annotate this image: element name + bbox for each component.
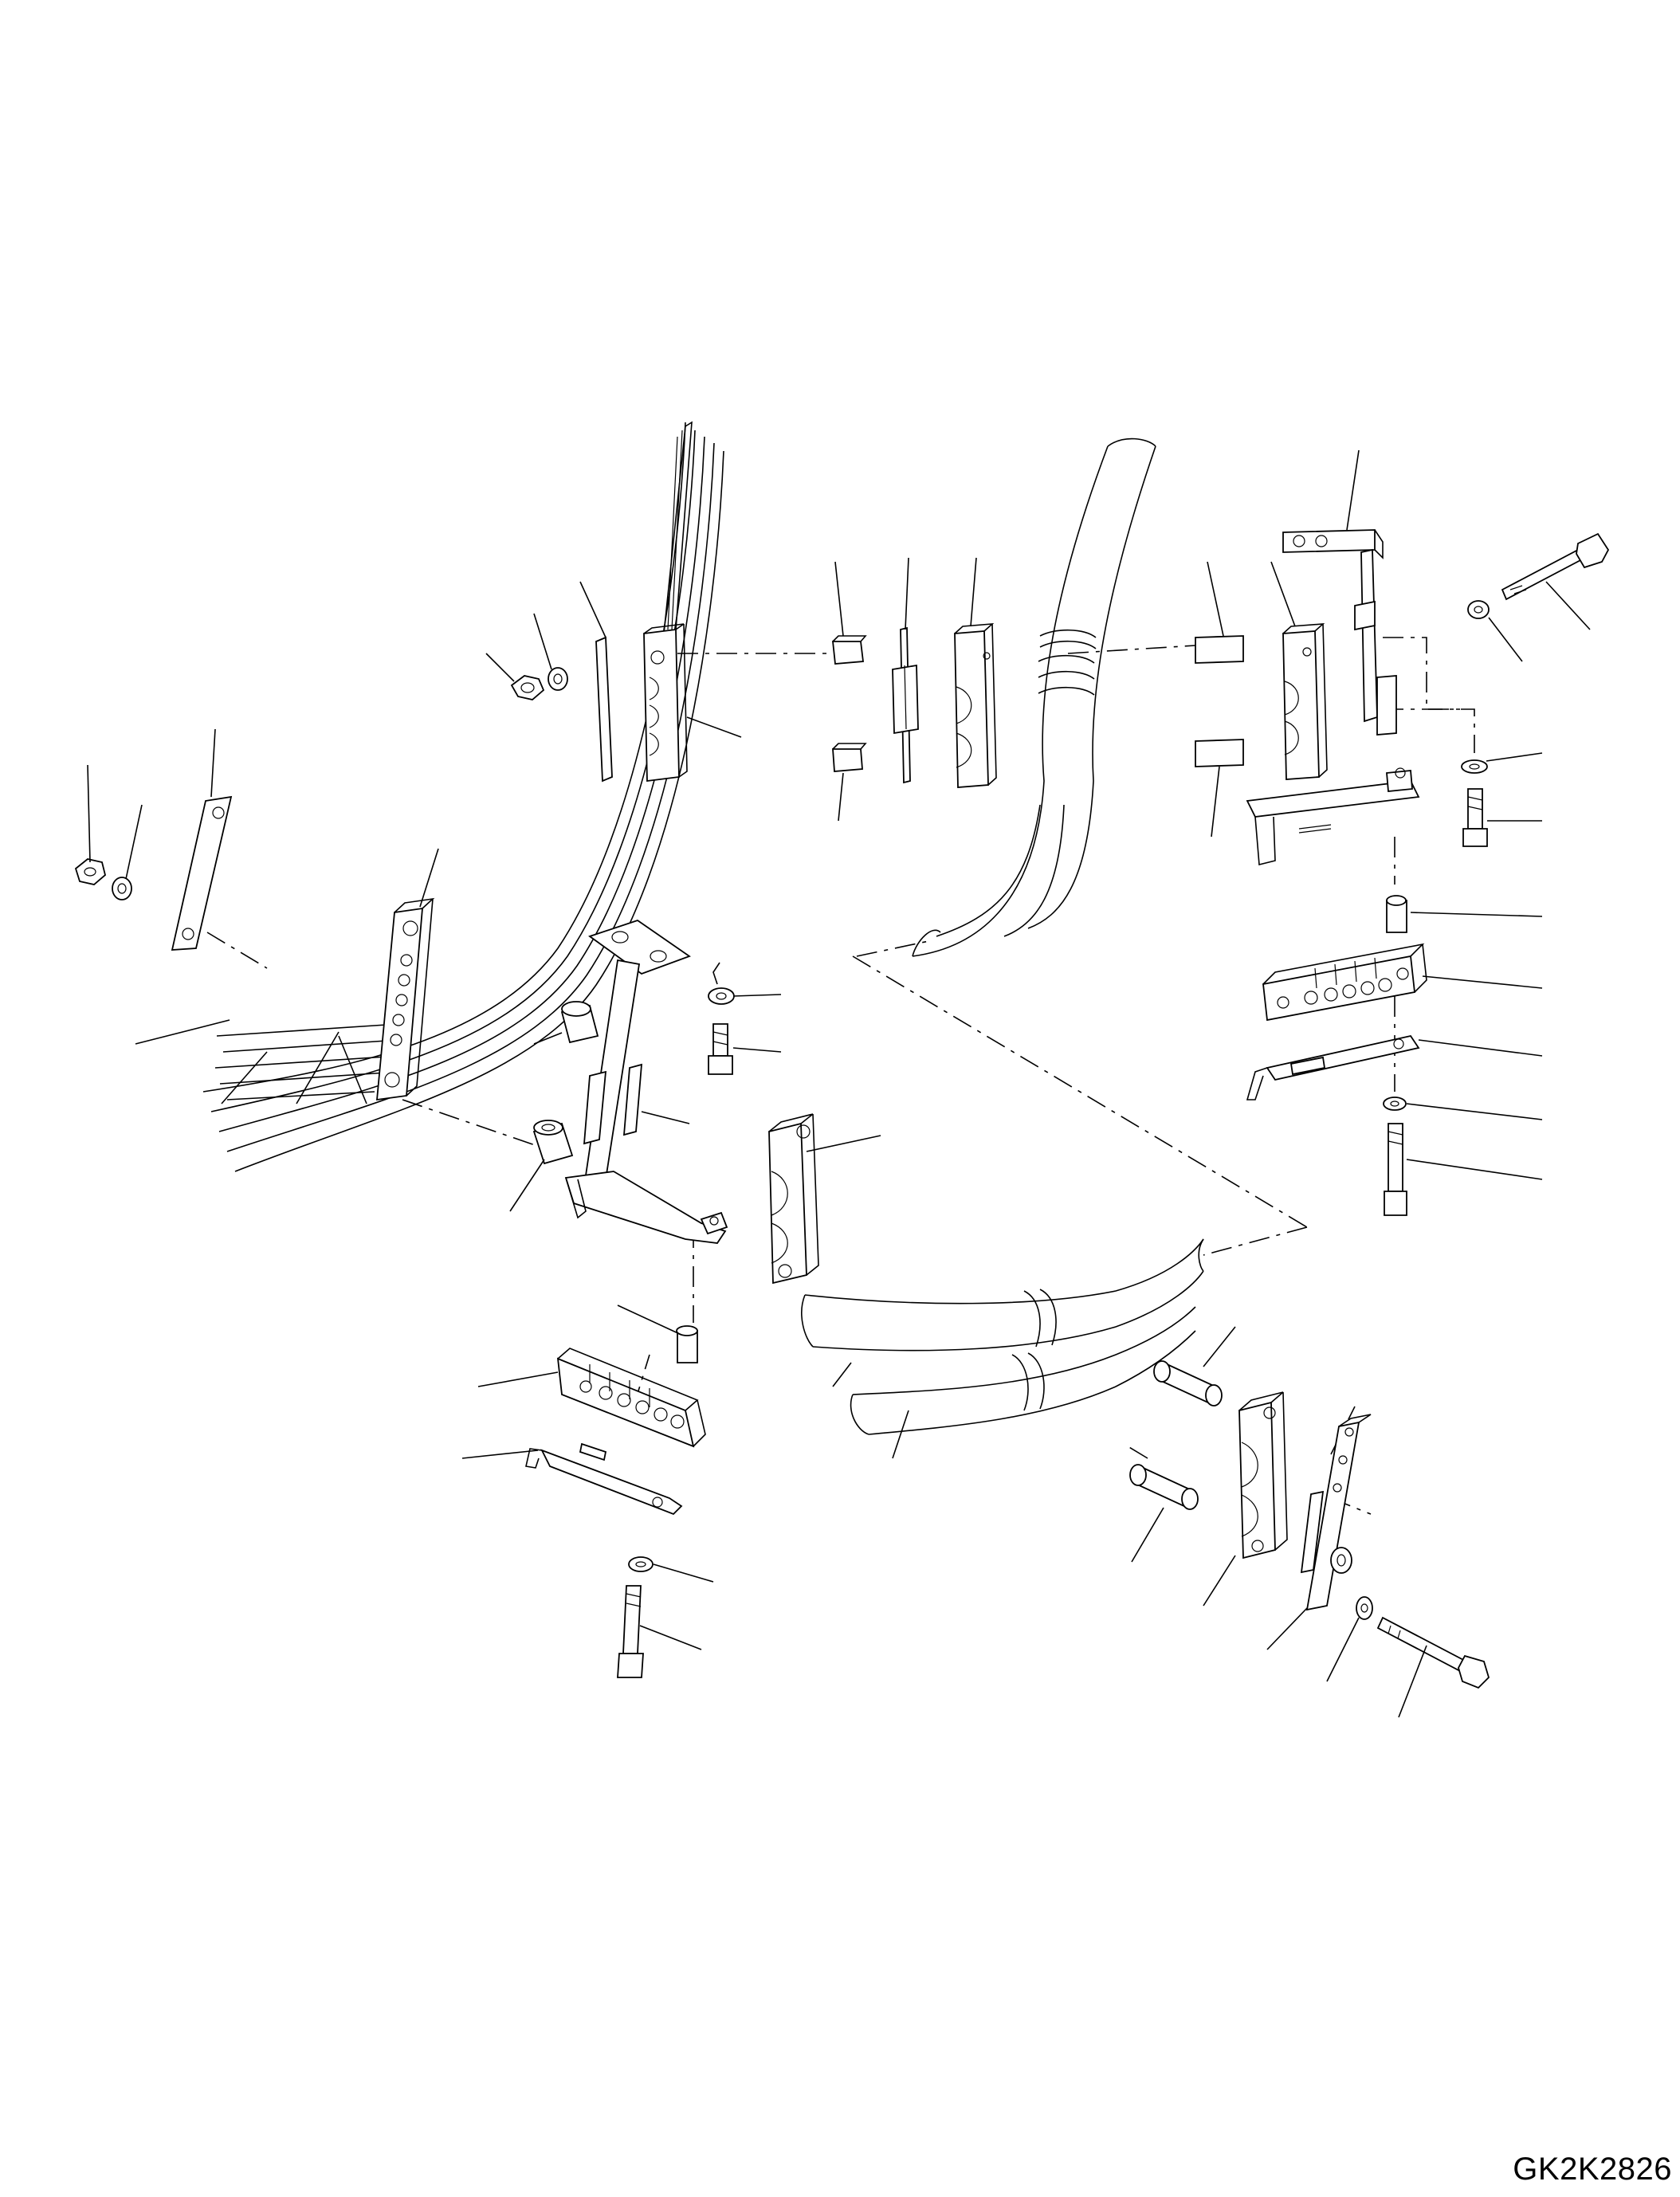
center-clamp-block: [955, 624, 996, 787]
lower-right-bracket: [1301, 1414, 1371, 1610]
left-washer: [112, 877, 131, 900]
lower-right-clamp-block: [1239, 1392, 1287, 1558]
lower-left-washer: [629, 1557, 653, 1571]
lower-left-multi-hole-block: [558, 1348, 705, 1446]
lower-right-washer: [1356, 1597, 1372, 1619]
lower-left-collar: [677, 1326, 697, 1363]
right-spacer-bottom: [1195, 740, 1243, 767]
left-clamp-block: [377, 899, 433, 1100]
lower-left-bracket: [526, 1444, 681, 1514]
left-small-washer: [709, 988, 734, 1004]
center-small-block-top: [833, 636, 866, 664]
center-lower-clamp-block: [769, 1114, 818, 1283]
left-center-bracket: [566, 920, 727, 1243]
lower-left-long-bolt: [618, 1586, 643, 1677]
right-lower-washer: [1384, 1097, 1406, 1110]
left-spacer-top: [562, 1002, 598, 1042]
lower-right-long-bolt: [1378, 1618, 1489, 1688]
right-spacer-top: [1195, 636, 1243, 663]
right-long-bolt: [1384, 1124, 1407, 1215]
right-short-bolt: [1463, 789, 1487, 846]
lower-right-spacer-bottom: [1130, 1465, 1198, 1509]
right-clamp-block: [1283, 624, 1327, 779]
lower-right-spacer-top: [1154, 1361, 1222, 1406]
top-right-bolt: [1502, 534, 1608, 599]
left-hose-bundle: [203, 422, 724, 1171]
center-hose-pair: [913, 439, 1156, 956]
left-flat-plate: [172, 797, 231, 950]
top-right-washer: [1468, 601, 1489, 618]
right-lower-bracket: [1247, 1036, 1419, 1100]
lower-hose-pair: [802, 1239, 1203, 1434]
right-collar: [1387, 896, 1407, 932]
upper-clamp-block: [644, 624, 687, 781]
left-nut: [76, 859, 105, 885]
left-short-bolt: [709, 1024, 732, 1074]
upper-nut: [512, 676, 544, 700]
upper-plate: [596, 638, 612, 781]
drawing-code-label: GK2K2826: [1513, 2152, 1672, 2187]
part-leader-lines: [88, 450, 1590, 1717]
right-multi-hole-block: [1263, 944, 1427, 1020]
left-spacer-bottom: [534, 1120, 572, 1163]
center-small-block-bottom: [833, 743, 866, 771]
right-washer-small: [1462, 760, 1487, 773]
top-right-bracket: [1247, 530, 1419, 865]
upper-washer: [548, 668, 567, 690]
center-vertical-plate: [893, 628, 918, 783]
